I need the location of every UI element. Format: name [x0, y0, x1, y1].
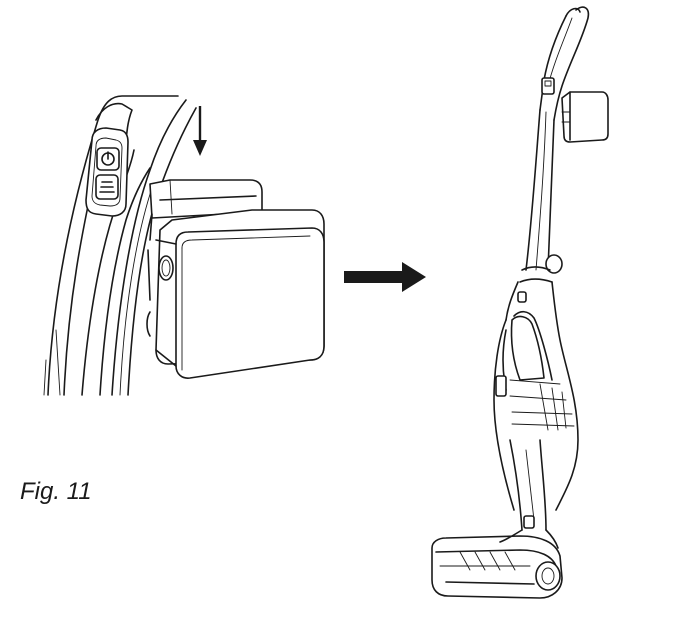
figure-caption: Fig. 11 — [20, 478, 92, 505]
button-panel — [85, 127, 129, 217]
power-icon — [101, 151, 115, 166]
down-arrow-icon — [193, 106, 207, 156]
right-arrow-icon — [344, 262, 426, 292]
stick-vacuum — [431, 6, 609, 599]
battery-pack — [146, 209, 325, 379]
battery-rear — [149, 179, 263, 219]
speed-icon — [99, 181, 115, 193]
release-knob — [545, 254, 563, 274]
